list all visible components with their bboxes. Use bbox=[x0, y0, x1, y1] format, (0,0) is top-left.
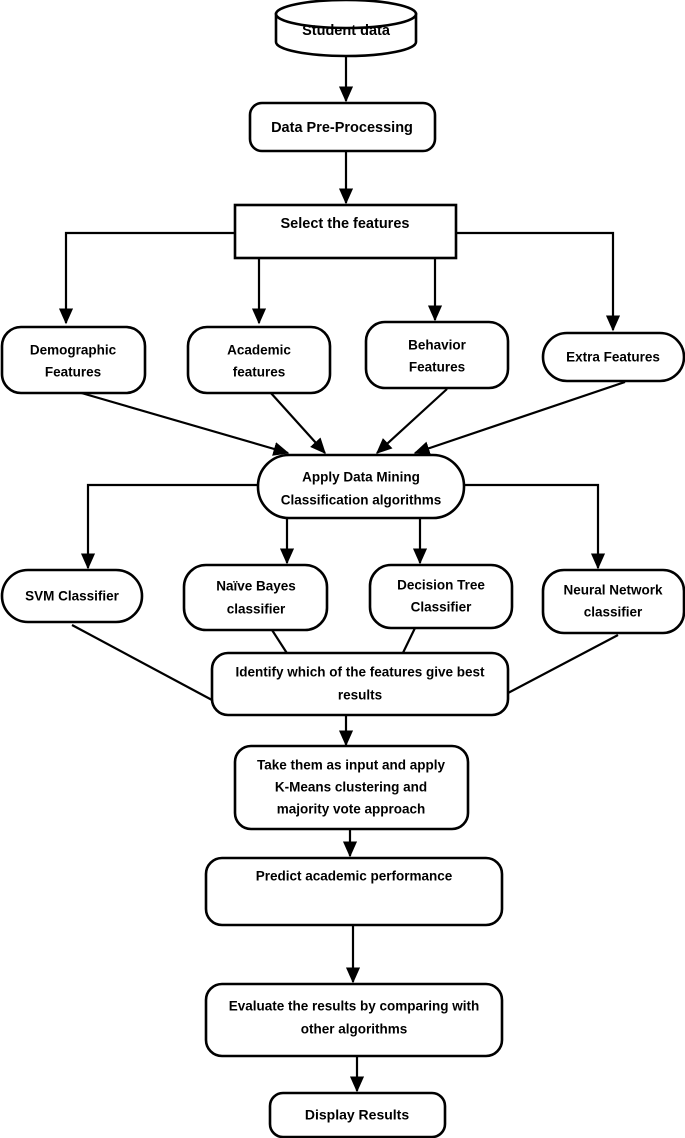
node-data-pre-processing-label: Data Pre-Processing bbox=[271, 120, 413, 136]
node-identify-best-features[interactable]: Identify which of the features give best… bbox=[210, 651, 510, 717]
node-naive-bayes-classifier-label-line1: Naïve Bayes bbox=[216, 579, 296, 594]
connector-neuralnetwork-to-identify bbox=[507, 634, 619, 694]
node-svm-classifier[interactable]: SVM Classifier bbox=[0, 568, 144, 624]
connector-selectfeatures-to-demographic bbox=[58, 231, 235, 325]
connector-behavior-to-datamining bbox=[376, 388, 448, 454]
node-behavior-features-label-line2: Features bbox=[409, 360, 465, 375]
node-academic-features-label-line2: features bbox=[233, 365, 286, 380]
node-kmeans-majority-vote-label-line2: K-Means clustering and bbox=[275, 780, 427, 795]
node-predict-academic-performance-label: Predict academic performance bbox=[256, 869, 453, 884]
node-student-data-label: Student data bbox=[302, 23, 391, 39]
node-extra-features-label: Extra Features bbox=[566, 350, 660, 365]
node-neural-network-classifier-label-line1: Neural Network bbox=[563, 583, 663, 598]
connector-demographic-to-datamining bbox=[77, 390, 290, 456]
node-decision-tree-classifier[interactable]: Decision Tree Classifier bbox=[368, 563, 514, 630]
node-identify-best-features-label-line2: results bbox=[338, 688, 382, 703]
node-apply-data-mining-label-line2: Classification algorithms bbox=[281, 493, 442, 508]
node-evaluate-results-label-line1: Evaluate the results by comparing with bbox=[229, 999, 480, 1014]
node-kmeans-majority-vote[interactable]: Take them as input and apply K-Means clu… bbox=[233, 744, 470, 831]
node-select-the-features-label: Select the features bbox=[281, 216, 410, 232]
node-kmeans-majority-vote-label-line3: majority vote approach bbox=[277, 802, 426, 817]
node-evaluate-results-label-line2: other algorithms bbox=[301, 1022, 408, 1037]
node-behavior-features[interactable]: Behavior Features bbox=[364, 320, 510, 390]
node-academic-features[interactable]: Academic features bbox=[186, 325, 332, 395]
node-select-the-features[interactable]: Select the features bbox=[233, 203, 458, 260]
connector-svm-to-identify bbox=[71, 624, 213, 701]
node-data-pre-processing[interactable]: Data Pre-Processing bbox=[248, 101, 437, 153]
node-neural-network-classifier[interactable]: Neural Network classifier bbox=[541, 568, 685, 635]
node-student-data[interactable]: Student data bbox=[274, 0, 418, 58]
node-extra-features[interactable]: Extra Features bbox=[541, 331, 685, 383]
node-apply-data-mining-label-line1: Apply Data Mining bbox=[302, 470, 420, 485]
node-display-results[interactable]: Display Results bbox=[268, 1091, 447, 1138]
node-predict-academic-performance[interactable]: Predict academic performance bbox=[204, 856, 504, 927]
node-demographic-features-label-line2: Features bbox=[45, 365, 101, 380]
node-identify-best-features-label-line1: Identify which of the features give best bbox=[235, 665, 485, 680]
node-evaluate-results[interactable]: Evaluate the results by comparing with o… bbox=[204, 982, 504, 1058]
node-display-results-label: Display Results bbox=[305, 1107, 409, 1123]
node-academic-features-label-line1: Academic bbox=[227, 343, 291, 358]
node-naive-bayes-classifier[interactable]: Naïve Bayes classifier bbox=[182, 563, 329, 632]
connector-selectfeatures-to-extra bbox=[456, 231, 621, 332]
node-decision-tree-classifier-label-line1: Decision Tree bbox=[397, 578, 485, 593]
node-naive-bayes-classifier-label-line2: classifier bbox=[227, 602, 286, 617]
node-decision-tree-classifier-label-line2: Classifier bbox=[411, 600, 473, 615]
node-behavior-features-label-line1: Behavior bbox=[408, 338, 467, 353]
connector-datamining-to-svm bbox=[80, 483, 258, 570]
node-neural-network-classifier-label-line2: classifier bbox=[584, 605, 643, 620]
node-kmeans-majority-vote-label-line1: Take them as input and apply bbox=[257, 758, 446, 773]
connector-academic-to-datamining bbox=[269, 391, 326, 454]
node-apply-data-mining[interactable]: Apply Data Mining Classification algorit… bbox=[256, 453, 466, 520]
node-svm-classifier-label: SVM Classifier bbox=[25, 589, 120, 604]
connector-extra-to-datamining bbox=[413, 380, 626, 456]
connector-datamining-to-neuralnetwork bbox=[464, 483, 606, 570]
node-demographic-features[interactable]: Demographic Features bbox=[0, 325, 147, 395]
node-demographic-features-label-line1: Demographic bbox=[30, 343, 117, 358]
